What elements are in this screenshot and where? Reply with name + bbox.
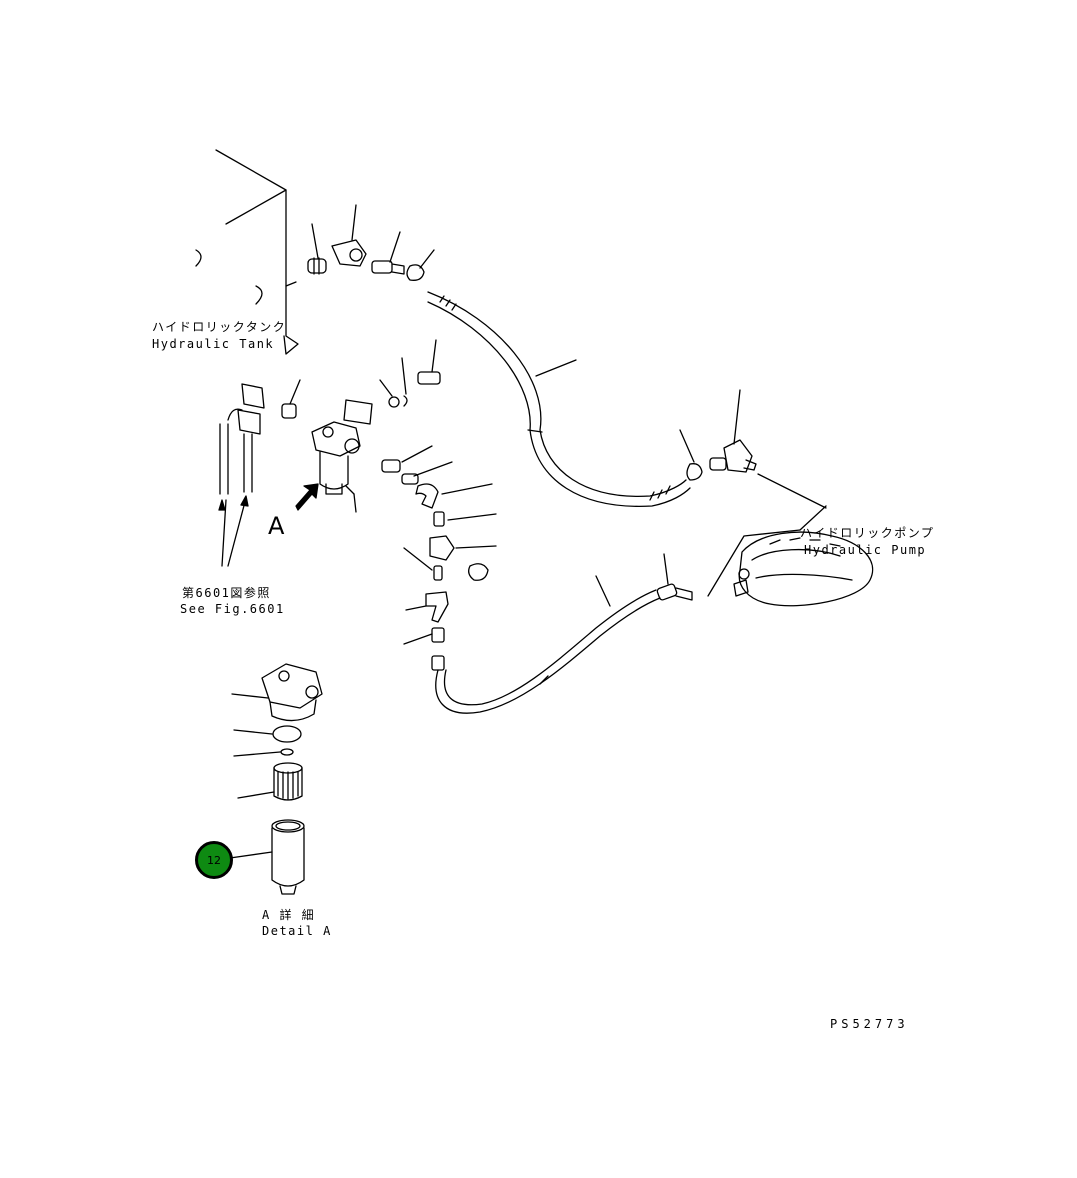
- tank-label-en: Hydraulic Tank: [152, 337, 275, 351]
- line-filter-assembly: [281, 339, 497, 671]
- hydraulic-tank: [195, 149, 299, 355]
- drawing-number: PS52773: [830, 1017, 909, 1031]
- view-arrow: [295, 483, 319, 511]
- detail-a-exploded: [229, 663, 323, 895]
- tank-fittings: [307, 204, 435, 281]
- detail-label-en: Detail A: [262, 924, 332, 938]
- pump-label-jp: ハイドロリックポンプ: [800, 526, 935, 540]
- part-callout-12[interactable]: 12: [195, 841, 233, 879]
- pump-label-leader: [799, 505, 827, 531]
- return-hoses: [218, 383, 265, 567]
- detail-label-jp: A 詳 細: [262, 908, 316, 922]
- pump-label-en: Hydraulic Pump: [804, 543, 927, 557]
- tank-label-jp: ハイドロリックタンク: [152, 320, 287, 334]
- view-letter: A: [268, 512, 285, 540]
- callout-number: 12: [207, 853, 221, 867]
- reference-label-jp: 第6601図参照: [182, 586, 271, 600]
- reference-label-en: See Fig.6601: [180, 602, 285, 616]
- pressure-hose: [435, 553, 693, 714]
- suction-hose: [427, 291, 691, 507]
- pump-elbow-fitting: [679, 389, 757, 481]
- hydraulic-pump: [707, 473, 874, 607]
